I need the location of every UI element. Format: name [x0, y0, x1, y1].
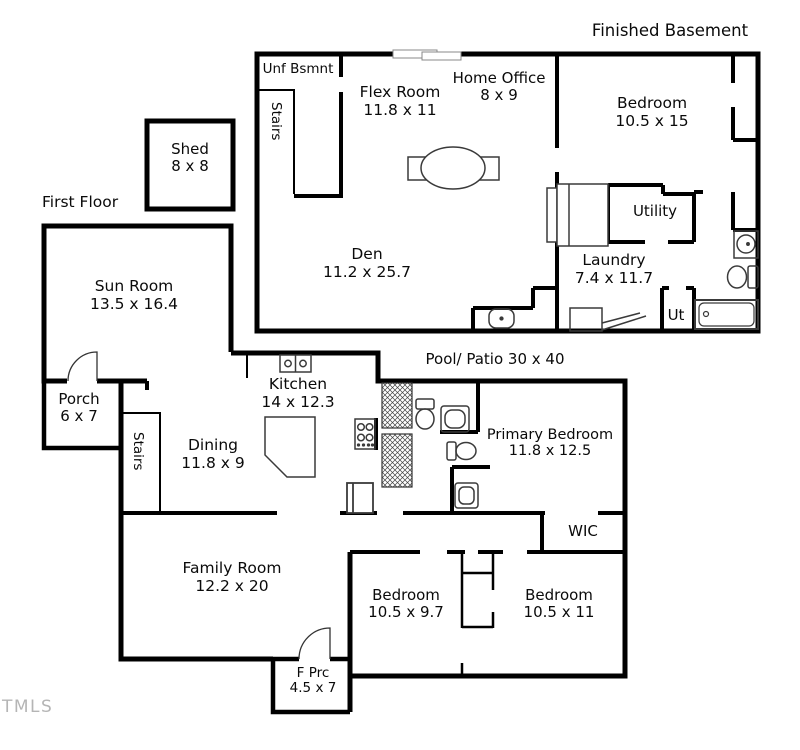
room-name: Laundry: [582, 251, 646, 269]
room-name: Primary Bedroom: [486, 427, 614, 443]
toilet-icon: [726, 265, 759, 289]
room-label-den: Den 11.2 x 25.7: [322, 245, 412, 281]
room-name: Shed: [171, 140, 209, 158]
room-name: Dining: [187, 436, 239, 454]
room-dims: 11.8 x 12.5: [508, 443, 592, 460]
room-dims: 7.4 x 11.7: [574, 268, 654, 287]
shed-walls: [144, 118, 236, 212]
room-name: F Prc: [296, 665, 330, 681]
room-dims: 4.5 x 7: [289, 680, 337, 697]
room-name: Flex Room: [359, 83, 441, 101]
room-label-home-office: Home Office 8 x 9: [453, 70, 546, 104]
bathtub-icon: [694, 299, 759, 330]
room-dims: 10.5 x 9.7: [368, 602, 444, 621]
porch-walls: [41, 381, 124, 451]
kitchen-sink-icon: [279, 354, 312, 373]
front-porch-door-icon: [298, 627, 331, 660]
room-name: Den: [351, 245, 383, 263]
primary-toilet-icon: [415, 398, 435, 430]
room-label-stairs-basement: Stairs: [268, 102, 284, 141]
room-dims: 6 x 7: [60, 406, 98, 425]
room-label-ut: Ut: [667, 306, 685, 324]
first-floor-stairwell-outline: [123, 353, 248, 513]
room-label-stairs-first-floor: Stairs: [130, 432, 146, 471]
room-name: Bedroom: [372, 586, 440, 604]
room-dims: 14 x 12.3: [261, 392, 335, 411]
basement-outer-walls: [254, 51, 761, 334]
half-bath-toilet-icon: [488, 308, 515, 329]
sun-room-door-icon: [67, 351, 98, 382]
basement-stairwell-outline: [259, 89, 295, 194]
room-dims: 8 x 9: [480, 85, 518, 104]
room-name: Bedroom: [616, 94, 688, 112]
room-label-shed: Shed 8 x 8: [171, 141, 209, 175]
room-label-family-room: Family Room 12.2 x 20: [182, 559, 282, 595]
room-label-bedroom-basement: Bedroom 10.5 x 15: [615, 94, 689, 130]
primary-sink2-icon: [454, 482, 479, 509]
bedroom-closet-walls: [460, 552, 495, 676]
kitchen-island-icon: [264, 416, 316, 478]
fridge-icon: [346, 482, 374, 514]
pool-patio-label: Pool/ Patio 30 x 40: [425, 350, 565, 368]
room-label-dining: Dining 11.8 x 9: [181, 436, 245, 472]
first-floor-title: First Floor: [42, 193, 119, 211]
oval-table-icon: [407, 146, 500, 190]
room-dims: 11.8 x 11: [363, 100, 437, 119]
room-name: Family Room: [182, 559, 282, 577]
watermark: TMLS: [2, 697, 54, 717]
room-label-utility: Utility: [632, 202, 678, 220]
room-name: Bedroom: [525, 586, 593, 604]
primary-sink-icon: [440, 405, 470, 433]
room-dims: 11.2 x 25.7: [322, 262, 412, 281]
primary-toilet2-icon: [446, 441, 477, 461]
room-label-front-porch: F Prc 4.5 x 7: [289, 665, 337, 697]
room-name: Sun Room: [94, 277, 174, 295]
room-label-unf-bsmnt: Unf Bsmnt: [262, 61, 334, 77]
basement-window-icon: [392, 49, 462, 61]
room-name: Porch: [58, 390, 100, 408]
room-label-bedroom-rear: Bedroom 10.5 x 9.7: [368, 587, 444, 621]
staircase-hatch: [381, 382, 413, 488]
room-label-laundry: Laundry 7.4 x 11.7: [574, 251, 654, 287]
room-dims: 13.5 x 16.4: [89, 294, 179, 313]
room-label-porch: Porch 6 x 7: [58, 391, 99, 425]
room-name: Home Office: [452, 69, 546, 87]
room-dims: 10.5 x 15: [615, 111, 689, 130]
room-dims: 11.8 x 9: [181, 453, 245, 472]
room-label-flex-room: Flex Room 11.8 x 11: [359, 83, 441, 119]
room-dims: 12.2 x 20: [195, 576, 269, 595]
room-label-primary-bedroom: Primary Bedroom 11.8 x 12.5: [487, 427, 613, 460]
room-dims: 8 x 8: [171, 156, 209, 175]
bed-icon: [546, 183, 609, 247]
basement-inner-walls: [294, 54, 758, 331]
basement-title: Finished Basement: [591, 21, 749, 40]
room-label-sun-room: Sun Room 13.5 x 16.4: [89, 277, 179, 313]
front-porch-walls: [270, 656, 350, 715]
basement-steps-icon: [569, 307, 647, 332]
room-dims: 10.5 x 11: [523, 602, 595, 621]
room-label-kitchen: Kitchen 14 x 12.3: [261, 375, 335, 411]
stove-icon: [354, 418, 376, 450]
room-label-bedroom-right: Bedroom 10.5 x 11: [524, 587, 595, 621]
room-label-wic: WIC: [568, 522, 598, 540]
room-name: Kitchen: [268, 375, 328, 393]
bathroom-sink-icon: [733, 230, 759, 259]
